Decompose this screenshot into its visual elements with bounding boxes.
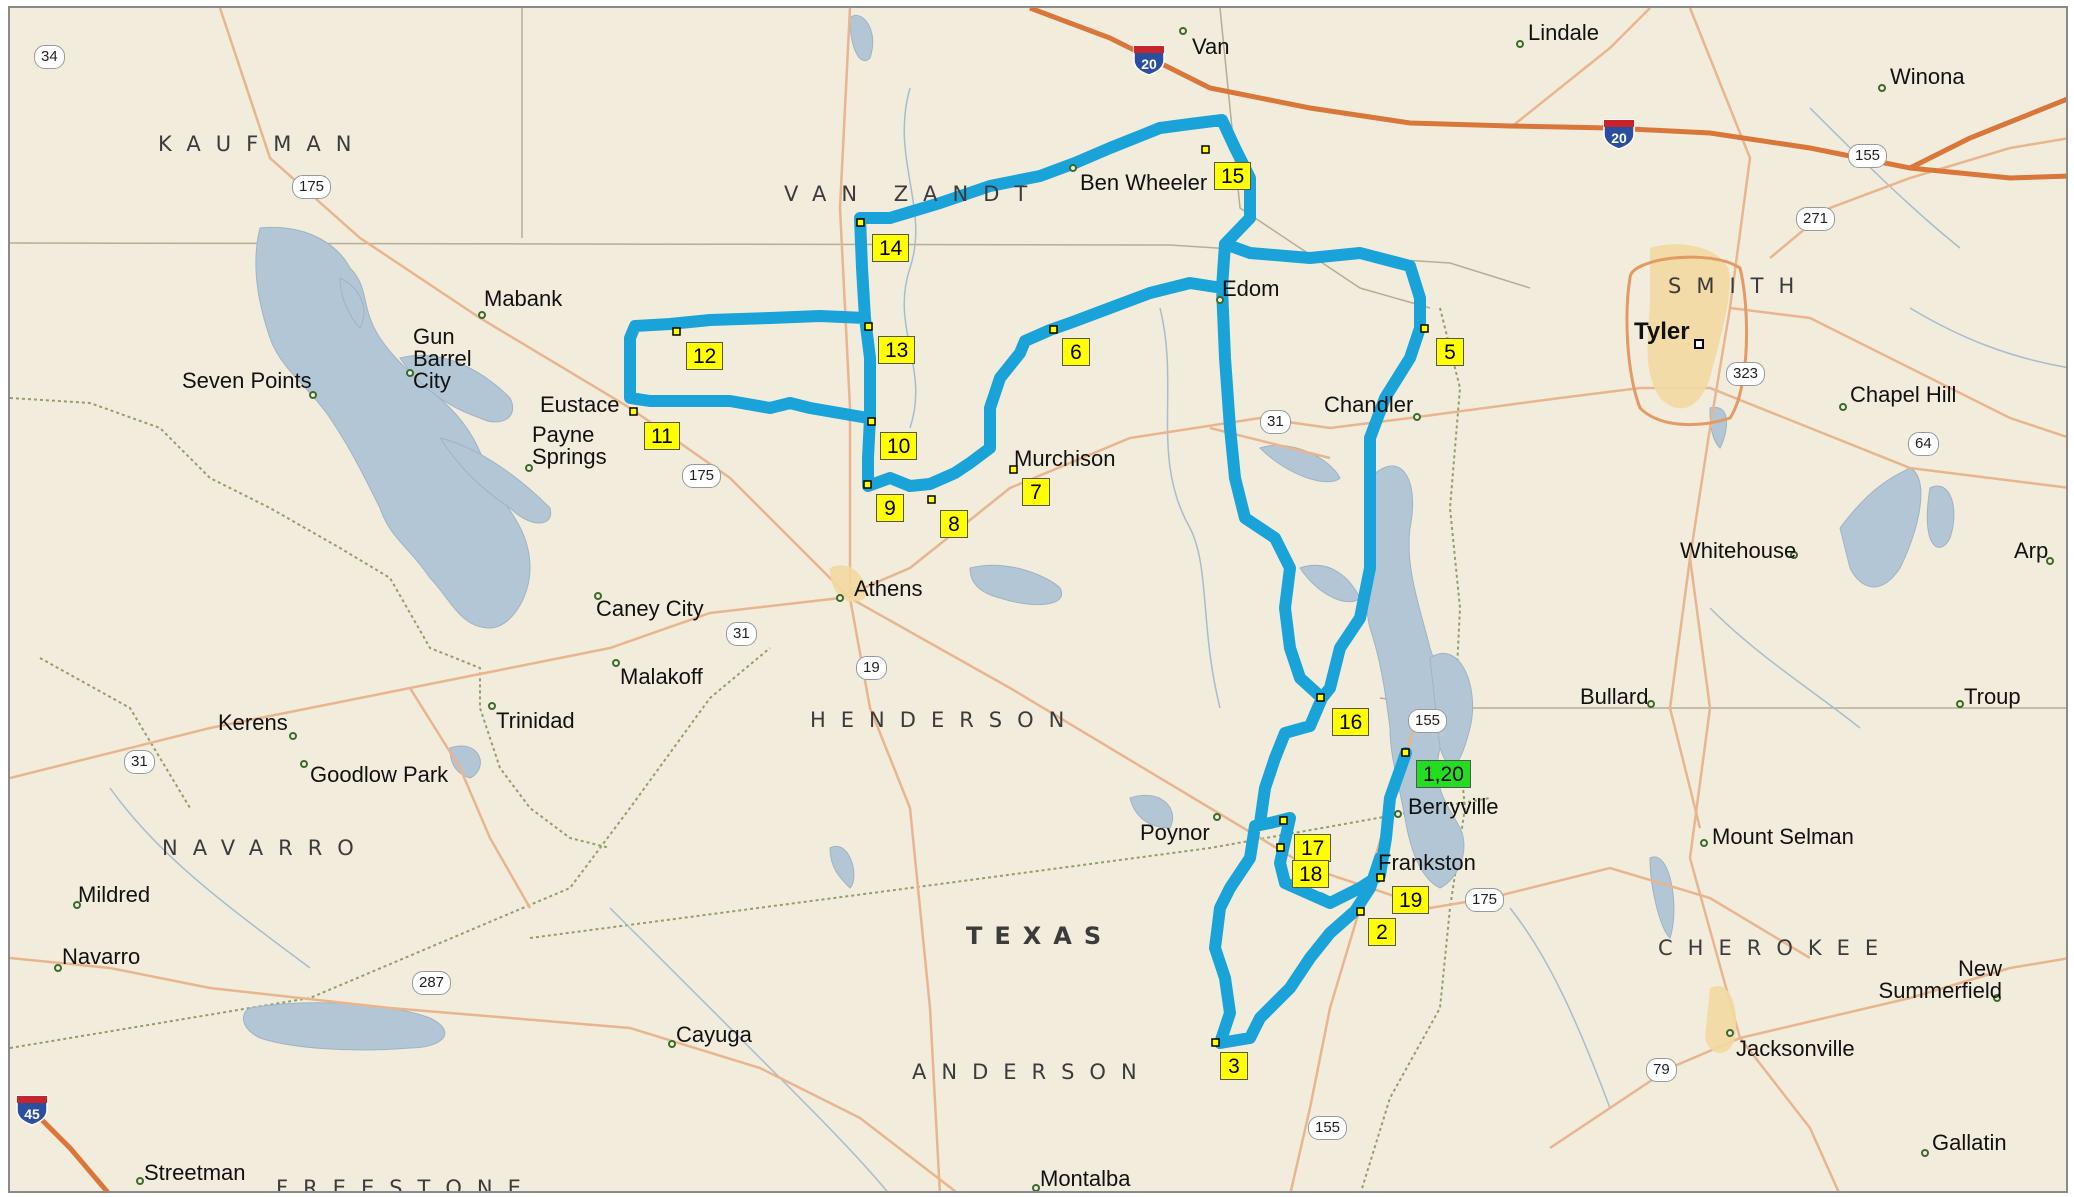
route-shield: 34 [34, 45, 65, 69]
state-label: TEXAS [966, 922, 1114, 950]
route-shield: 323 [1726, 362, 1766, 386]
town-label: Poynor [1140, 820, 1210, 845]
route-shield: 31 [124, 750, 155, 774]
waypoint-label-start[interactable]: 1,20 [1416, 760, 1471, 788]
tyler-loop [1625, 255, 1749, 427]
route-shield: 19 [856, 656, 887, 680]
waypoint-label[interactable]: 14 [872, 234, 910, 262]
interstate-20-label: 20 [1141, 56, 1157, 72]
waypoint-label[interactable]: 6 [1062, 338, 1090, 366]
county-label: NAVARRO [162, 836, 369, 860]
town-label: Malakoff [620, 664, 703, 689]
county-label: VAN ZANDT [784, 182, 1043, 206]
town-label: Chandler [1324, 392, 1414, 417]
interstate-20-shield-west: 20 [1132, 44, 1166, 76]
map-frame[interactable]: 20 20 45 34 175 155 271 323 64 31 175 19… [8, 6, 2068, 1193]
town-dots [54, 27, 2054, 1191]
town-label: Chapel Hill [1850, 382, 1957, 407]
county-label: ANDERSON [912, 1060, 1152, 1084]
waypoint-label[interactable]: 16 [1332, 708, 1370, 736]
town-label: Van [1192, 34, 1230, 59]
rivers [109, 87, 2066, 1191]
waypoint-label[interactable]: 15 [1214, 162, 1252, 190]
waypoint-label[interactable]: 11 [644, 422, 680, 450]
county-label: SMITH [1668, 274, 1810, 298]
county-label: KAUFMAN [158, 132, 367, 156]
town-label: Eustace [540, 392, 620, 417]
route-shield: 175 [1465, 888, 1505, 912]
town-label: New Summerfield [1878, 956, 2002, 1003]
town-label: Winona [1890, 64, 1965, 89]
waypoint-label[interactable]: 18 [1292, 860, 1330, 888]
town-label: Montalba [1040, 1166, 1131, 1191]
waypoint-markers [629, 145, 1429, 1047]
waypoint-label[interactable]: 12 [686, 342, 724, 370]
interstate-20-shield-east: 20 [1602, 118, 1636, 150]
town-label: Navarro [62, 944, 141, 969]
county-label: FREESTONE [276, 1176, 536, 1193]
waypoint-label[interactable]: 10 [880, 432, 918, 460]
map-canvas[interactable] [10, 8, 2068, 1193]
town-label: Edom [1222, 276, 1280, 301]
town-label: Seven Points [182, 368, 312, 393]
town-label: Trinidad [496, 708, 575, 733]
waypoint-label[interactable]: 5 [1436, 338, 1464, 366]
town-label: Streetman [144, 1160, 246, 1185]
town-label: Gallatin [1932, 1130, 2007, 1155]
town-label: Lindale [1528, 20, 1599, 45]
town-label: Whitehouse [1680, 538, 1797, 563]
waypoint-label[interactable]: 7 [1022, 478, 1050, 506]
interstate-20-label: 20 [1611, 130, 1627, 146]
waypoint-label[interactable]: 2 [1368, 918, 1396, 946]
town-label: Mount Selman [1712, 824, 1854, 849]
town-label: Tyler [1634, 318, 1690, 345]
town-label: Arp [2014, 538, 2049, 563]
route-shield: 175 [682, 464, 722, 488]
highways [10, 8, 2066, 1191]
waypoint-label[interactable]: 3 [1220, 1052, 1248, 1080]
waypoint-label[interactable]: 9 [876, 494, 904, 522]
waypoint-label[interactable]: 8 [940, 510, 968, 538]
water-bodies [242, 15, 1955, 1051]
trip-route[interactable] [624, 114, 1426, 1049]
town-label: Bullard [1580, 684, 1649, 709]
interstate-45-shield: 45 [15, 1094, 49, 1126]
town-label: Payne Springs [532, 422, 607, 469]
town-label: Kerens [218, 710, 288, 735]
town-label: Ben Wheeler [1080, 170, 1208, 195]
town-label: Caney City [596, 596, 704, 621]
waypoint-label[interactable]: 19 [1392, 886, 1430, 914]
route-shield: 31 [726, 622, 757, 646]
route-shield: 175 [292, 175, 332, 199]
interstate-45-label: 45 [24, 1106, 40, 1122]
town-label: Berryville [1408, 794, 1499, 819]
town-label: Athens [854, 576, 923, 601]
town-label: Troup [1964, 684, 2021, 709]
route-shield: 155 [1308, 1116, 1348, 1140]
route-shield: 155 [1848, 144, 1888, 168]
waypoint-label[interactable]: 13 [878, 336, 916, 364]
town-label: Jacksonville [1736, 1036, 1855, 1061]
town-label: Murchison [1014, 446, 1116, 471]
town-label: Mildred [78, 882, 151, 907]
town-label: Cayuga [676, 1022, 752, 1047]
route-shield: 79 [1646, 1058, 1677, 1082]
county-label: CHEROKEE [1658, 936, 1894, 960]
town-label: Mabank [484, 286, 563, 311]
route-shield: 64 [1908, 432, 1939, 456]
town-label: Frankston [1378, 850, 1476, 875]
route-shield: 155 [1408, 709, 1448, 733]
town-label: Goodlow Park [310, 762, 449, 787]
county-label: HENDERSON [810, 708, 1080, 732]
town-label: Gun Barrel City [413, 324, 472, 393]
tyler-marker [1694, 339, 1704, 349]
waypoint-label[interactable]: 17 [1294, 834, 1332, 862]
route-shield: 287 [412, 971, 452, 995]
route-shield: 271 [1796, 207, 1836, 231]
route-shield: 31 [1260, 410, 1291, 434]
